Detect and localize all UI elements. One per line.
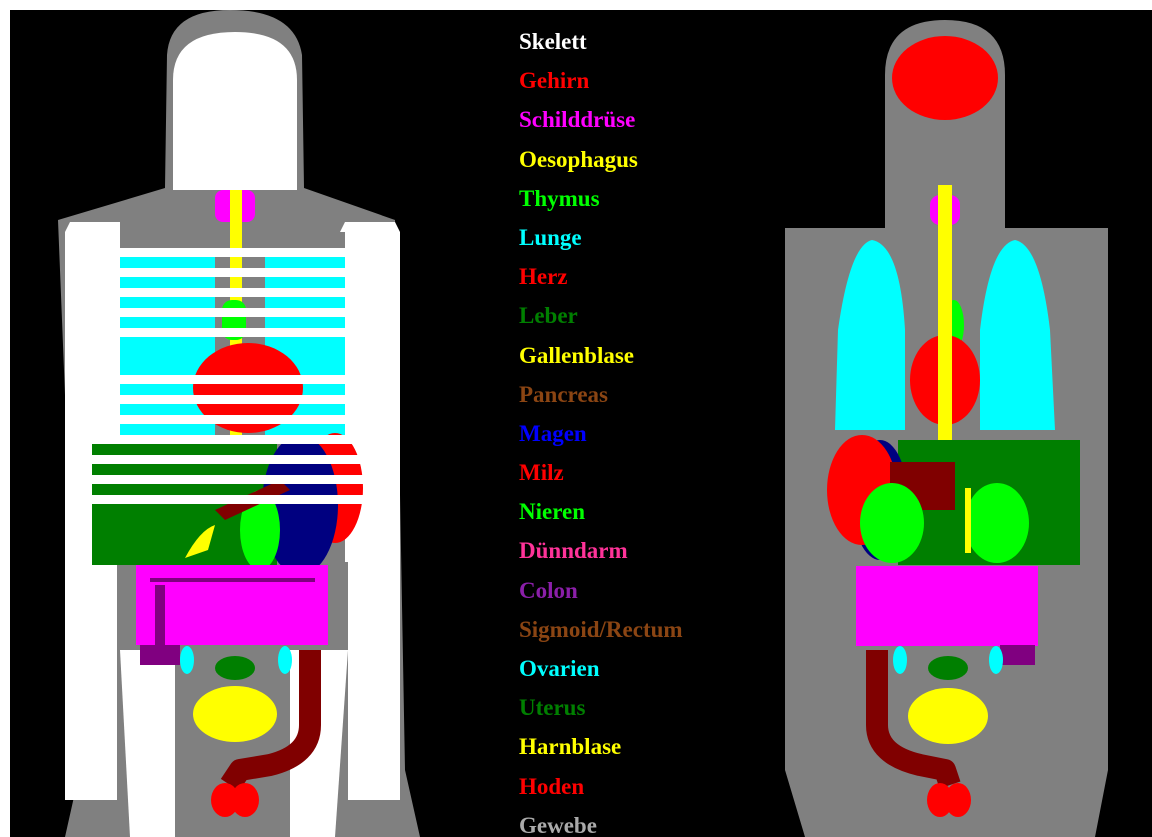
kidney-right-1 xyxy=(860,483,924,563)
uterus-right xyxy=(928,656,968,680)
legend-item: Gallenblase xyxy=(519,336,683,375)
testis-r2 xyxy=(945,783,971,817)
brain xyxy=(892,36,998,120)
legend-item: Sigmoid/Rectum xyxy=(519,610,683,649)
esophagus-right xyxy=(938,185,952,440)
legend-item: Gehirn xyxy=(519,61,683,100)
legend-item: Skelett xyxy=(519,22,683,61)
legend-item: Gewebe xyxy=(519,806,683,837)
legend-item: Magen xyxy=(519,414,683,453)
legend-item: Milz xyxy=(519,453,683,492)
legend-item: Dünndarm xyxy=(519,531,683,570)
ovary-r2 xyxy=(989,646,1003,674)
legend-item: Pancreas xyxy=(519,375,683,414)
legend-item: Ovarien xyxy=(519,649,683,688)
legend-item: Uterus xyxy=(519,688,683,727)
kidney-right-2 xyxy=(965,483,1029,563)
bladder-right xyxy=(908,688,988,744)
legend-item: Nieren xyxy=(519,492,683,531)
legend-item: Thymus xyxy=(519,179,683,218)
ovary-r1 xyxy=(893,646,907,674)
legend-item: Schilddrüse xyxy=(519,100,683,139)
colon-corner-right xyxy=(1000,645,1035,665)
legend-item: Harnblase xyxy=(519,727,683,766)
legend-item: Oesophagus xyxy=(519,140,683,179)
legend-item: Hoden xyxy=(519,767,683,806)
small-intestine-right xyxy=(856,566,1038,646)
legend-item: Leber xyxy=(519,296,683,335)
legend-item: Herz xyxy=(519,257,683,296)
gallbladder-right xyxy=(965,488,971,553)
legend-item: Lunge xyxy=(519,218,683,257)
legend-item: Colon xyxy=(519,571,683,610)
